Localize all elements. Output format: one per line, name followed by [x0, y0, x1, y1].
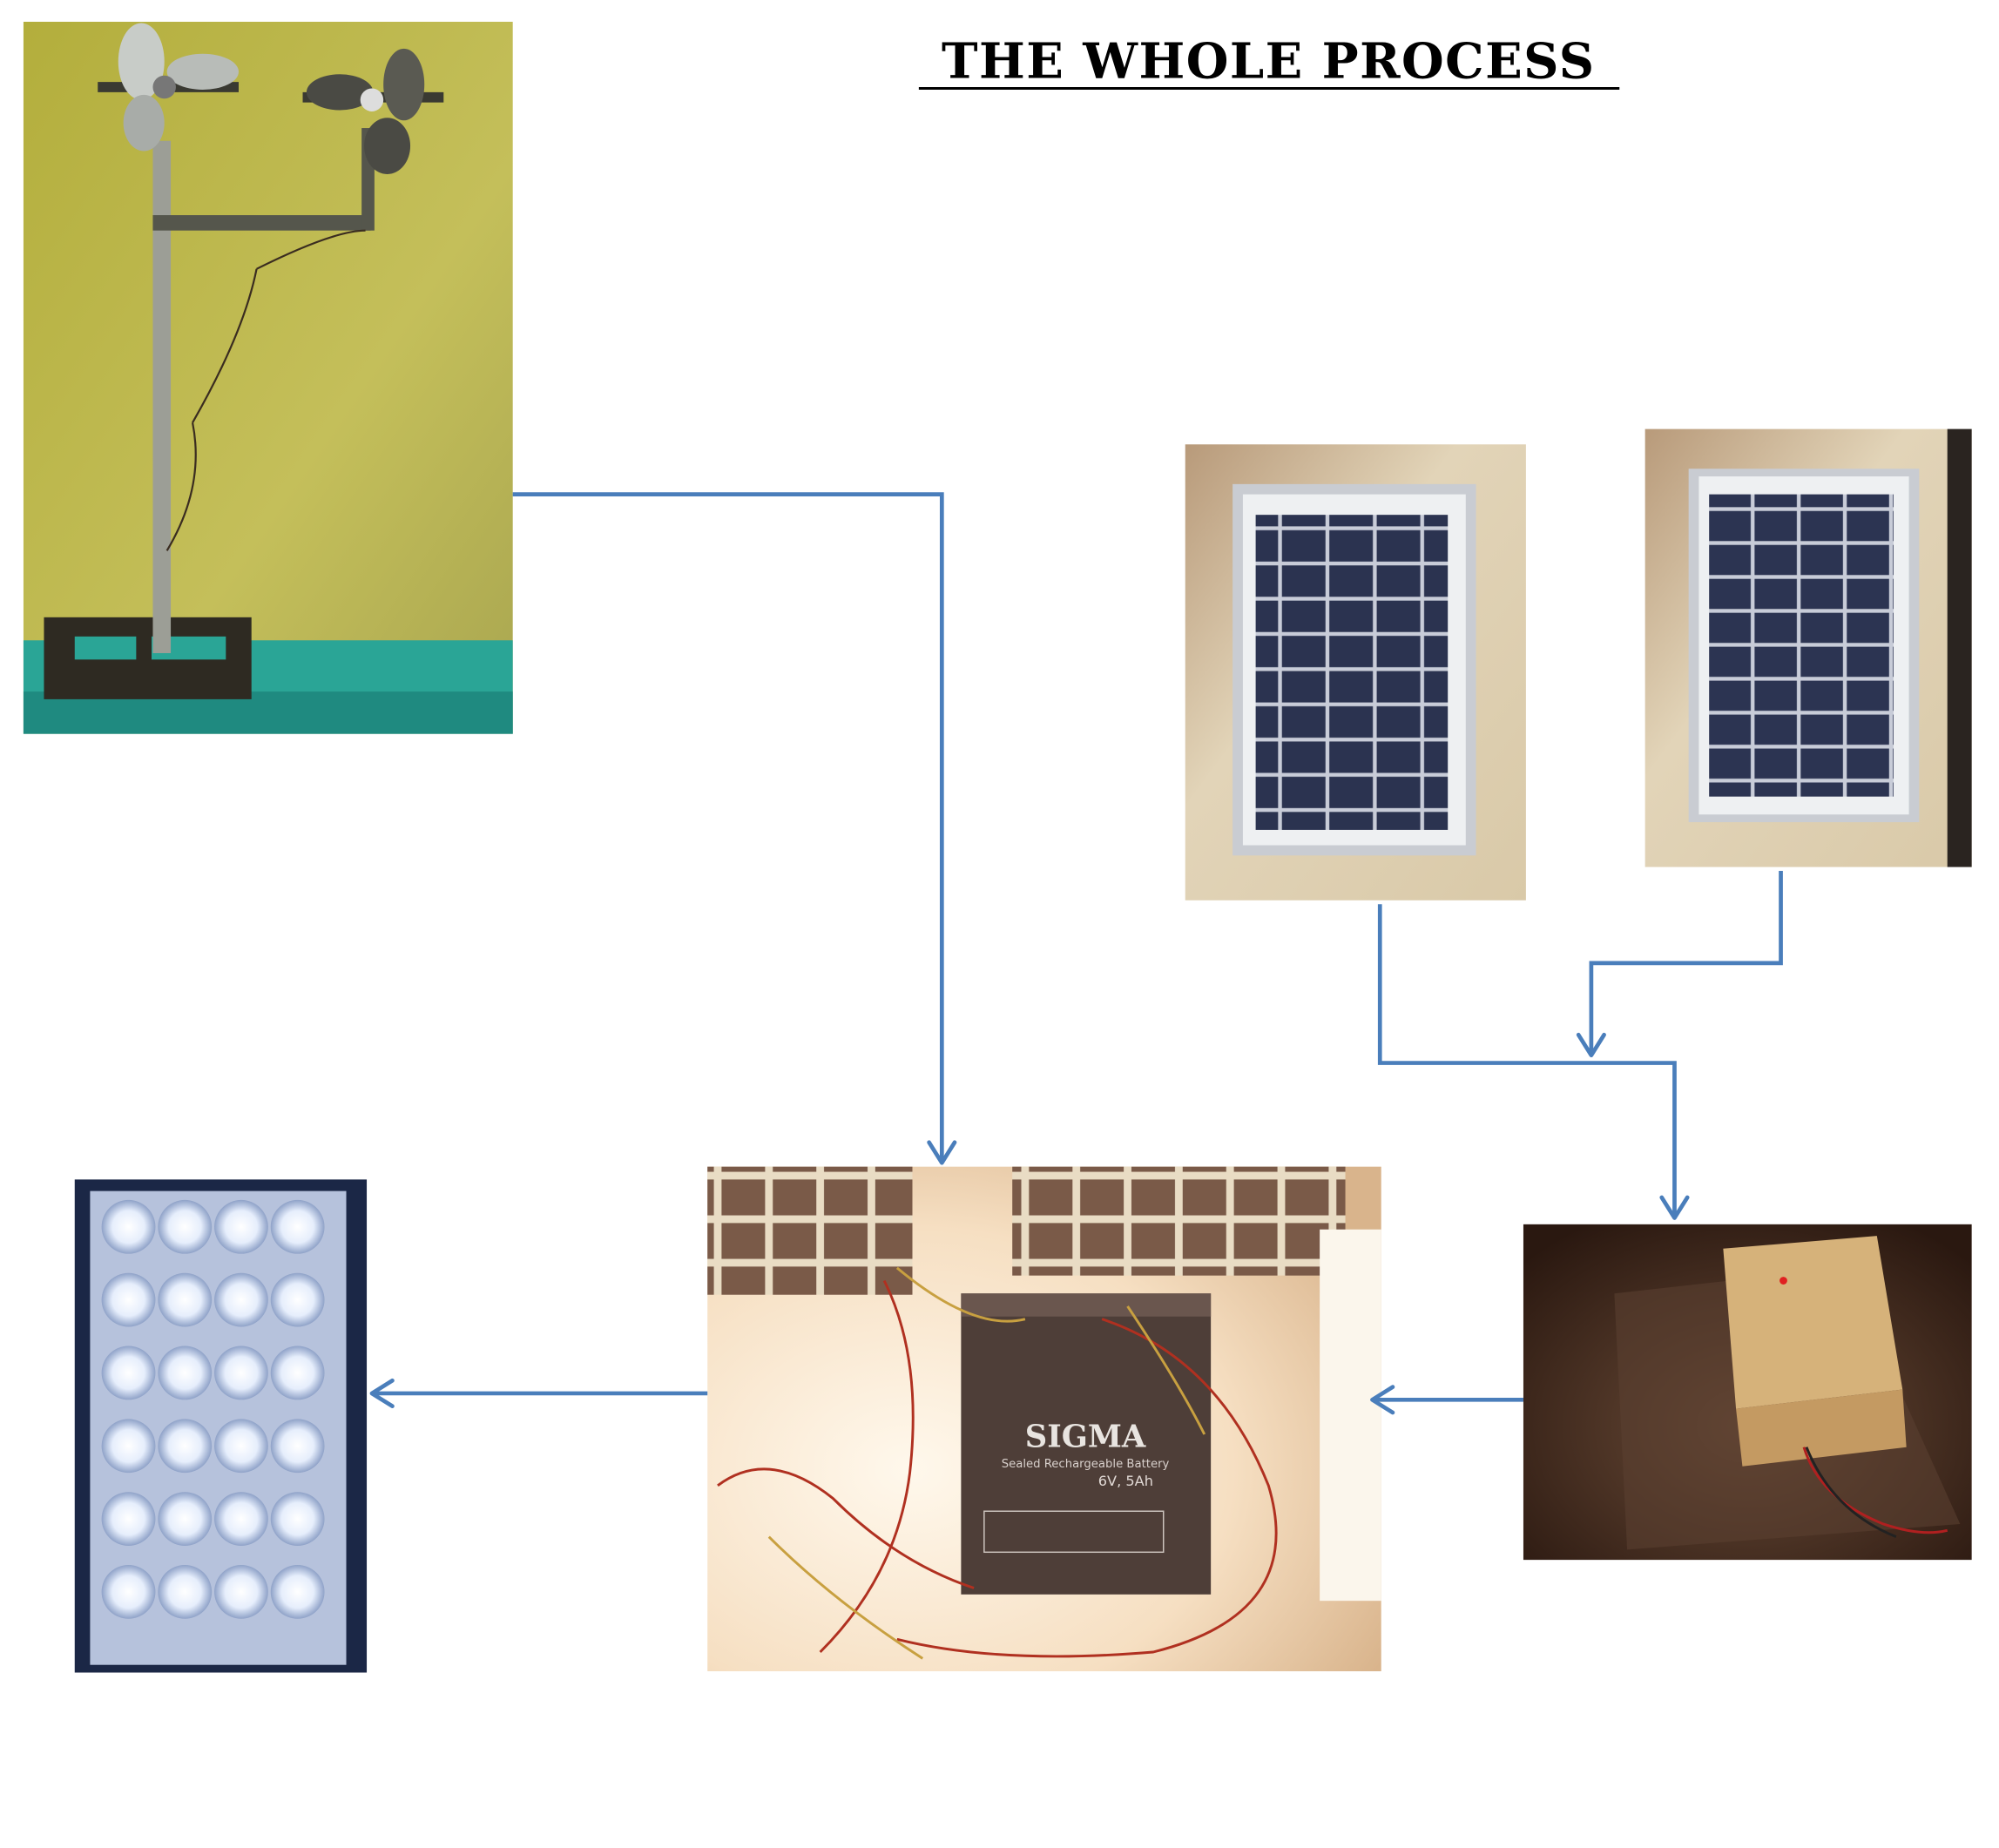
battery-brand: SIGMA	[1025, 1420, 1146, 1455]
led-bulb	[214, 1272, 268, 1327]
led-bulb	[270, 1492, 325, 1546]
charge-controller-photo	[1523, 1224, 1972, 1561]
battery-subtitle: Sealed Rechargeable Battery	[1002, 1458, 1170, 1471]
led-bulb	[158, 1199, 213, 1254]
led-bulb	[101, 1492, 156, 1546]
led-bulb	[214, 1492, 268, 1546]
page-title: THE WHOLE PROCESS	[942, 34, 1596, 91]
led-bulb	[158, 1419, 213, 1474]
led-bulb	[214, 1346, 268, 1400]
led-bulb	[270, 1346, 325, 1400]
led-bulb	[101, 1565, 156, 1619]
led-bulb	[101, 1346, 156, 1400]
led-bulb	[158, 1565, 213, 1619]
led-bulb	[270, 1419, 325, 1474]
led-bulb	[270, 1565, 325, 1619]
arrow-solar2-to-controller	[1589, 870, 1783, 1056]
led-bulb	[270, 1199, 325, 1254]
battery-rating: 6V, 5Ah	[1098, 1473, 1153, 1489]
arrow-head-icon	[1370, 1385, 1395, 1415]
led-bulb	[214, 1419, 268, 1474]
arrow-head-icon	[927, 1140, 957, 1165]
led-bulb	[158, 1346, 213, 1400]
battery-photo: SIGMA Sealed Rechargeable Battery 6V, 5A…	[707, 1166, 1381, 1672]
arrow-turbine-to-battery	[512, 492, 944, 1163]
led-lamp-photo	[74, 1179, 368, 1673]
flow-arrows	[369, 492, 1783, 1415]
arrow-head-icon	[369, 1378, 395, 1409]
led-bulb	[214, 1565, 268, 1619]
arrow-solar1-to-controller	[1377, 904, 1677, 1218]
led-bulb	[158, 1272, 213, 1327]
fan-blades-icon	[306, 48, 425, 174]
led-bulb	[214, 1199, 268, 1254]
led-bulb	[158, 1492, 213, 1546]
led-bulb	[270, 1272, 325, 1327]
arrow-head-icon	[1576, 1032, 1606, 1058]
solar-panel-1-photo	[1185, 444, 1526, 900]
fan-blades-icon	[118, 23, 239, 152]
wind-turbine-photo	[23, 21, 513, 734]
solar-panel-2-photo	[1644, 428, 1972, 867]
led-bulb	[101, 1419, 156, 1474]
led-bulb	[101, 1199, 156, 1254]
led-bulb	[101, 1272, 156, 1327]
arrow-head-icon	[1659, 1195, 1690, 1220]
